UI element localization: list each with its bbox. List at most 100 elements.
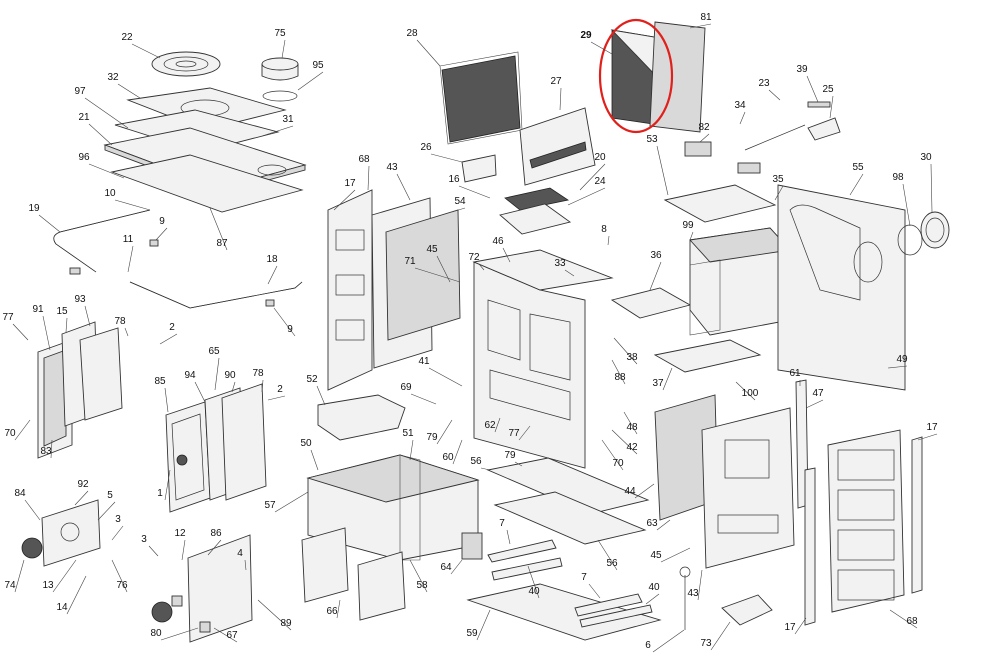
part-number-label: 25 [822,84,834,95]
leader-line [590,41,613,55]
leader-line [480,467,491,471]
frame-round-hole [257,164,287,176]
part-number-label: 28 [406,28,418,39]
drawer-top [306,454,480,503]
leader-line [14,419,31,441]
part-number-label: 83 [40,446,52,457]
ash-door-vent [60,522,80,542]
part-number-label: 66 [326,606,338,617]
part-number-label: 23 [758,78,770,89]
panel-68b-window-d [837,569,895,601]
part-number-label: 51 [402,428,414,439]
leader-line [567,187,606,206]
leader-line [396,173,411,201]
leader-line [267,395,286,401]
part-number-label: 68 [358,154,370,165]
part-number-label: 35 [772,174,784,185]
leader-line [114,199,151,211]
part-number-label: 40 [528,586,540,597]
rail-clip-b [265,299,275,307]
leader-line [518,425,531,441]
leader-line [805,399,824,409]
leader-line [88,163,125,179]
leader-line [181,539,186,561]
part-number-label: 41 [418,356,430,367]
central-frame [327,189,791,469]
part-number-label: 24 [594,176,606,187]
top-center-panels [439,18,706,235]
leader-line [458,185,491,199]
part-number-label: 26 [420,142,432,153]
leader-line [849,173,864,196]
leader-line [416,39,441,67]
leader-line [450,559,463,575]
panel-68b-window-c [837,529,895,561]
part-number-label: 17 [344,178,356,189]
part-number-label: 97 [74,86,86,97]
part-number-label: 21 [78,112,90,123]
towel-rails [53,209,303,309]
frame-main [473,261,586,469]
part-number-label: 22 [121,32,133,43]
part-number-label: 37 [652,378,664,389]
drawer-back [399,454,421,561]
leader-line [652,629,685,653]
leader-line [117,83,141,99]
leader-line [267,265,278,285]
part-number-label: 78 [114,316,126,327]
oven-door-panel-window [724,439,770,479]
comb-part [461,154,497,183]
part-number-label: 39 [796,64,808,75]
frame-top-rail [472,249,614,291]
panel-68b [827,429,905,613]
leader-line [38,214,61,233]
part-number-label: 3 [115,514,121,525]
part-number-label: 77 [2,312,14,323]
firebox-door-inner [171,413,205,501]
leader-line [367,165,370,191]
leader-line [127,245,134,273]
leader-line [623,411,638,435]
leader-line [436,419,453,445]
leader-line [514,461,523,467]
part-number-label: 2 [169,322,175,333]
part-number-label: 65 [208,346,220,357]
leader-line [689,23,712,29]
oven-door-panel [701,407,795,569]
rail-7b [574,593,643,617]
flue-collar-30-inner [925,217,945,243]
part-number-label: 87 [216,238,228,249]
leader-line [502,247,511,263]
rail-clip-a [149,239,159,247]
leader-line [261,125,294,137]
part-number-label: 73 [700,638,712,649]
part-number-label: 64 [440,562,452,573]
part-number-label: 89 [280,618,292,629]
leader-line [336,599,341,619]
part-number-label: 61 [789,368,801,379]
back-panel-channel [789,204,861,301]
ash-pan-52 [317,394,406,441]
part-number-label: 42 [626,442,638,453]
leader-line [476,609,491,641]
part-number-label: 82 [698,122,710,133]
leader-line [97,501,116,521]
oven-door-panel-slot [717,514,779,534]
leader-line [281,39,286,59]
gasket-ring [262,90,298,102]
part-number-label: 100 [742,388,759,399]
leader-line [274,491,309,513]
panel-66a [301,527,349,603]
part-number-label: 93 [74,294,86,305]
part-number-label: 4 [237,548,243,559]
frame-window-b [529,313,571,381]
part-number-label: 34 [734,100,746,111]
part-number-label: 91 [32,304,44,315]
lower-door [187,534,253,643]
part-number-label: 17 [926,422,938,433]
part-number-label: 27 [550,76,562,87]
leader-line [506,529,511,545]
left-doors [21,321,267,643]
part-number-label: 74 [4,580,16,591]
leader-line [131,43,161,59]
